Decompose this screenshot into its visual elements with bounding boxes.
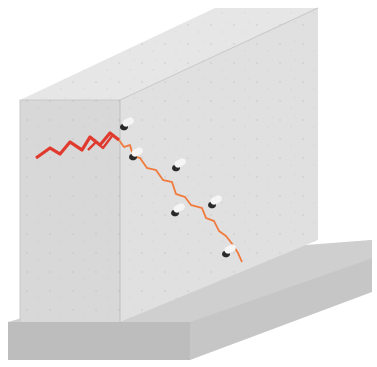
footing-front-face [8,322,190,360]
